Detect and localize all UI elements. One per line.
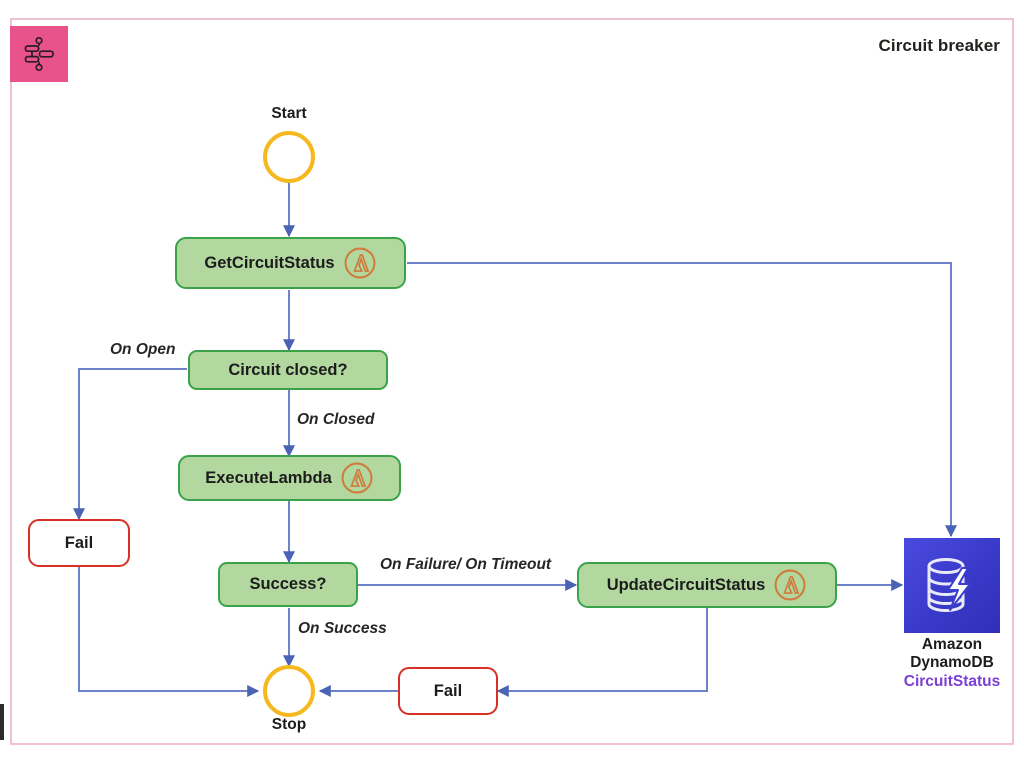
state-label: ExecuteLambda xyxy=(205,468,332,487)
page-title: Circuit breaker xyxy=(878,36,1000,55)
step-functions-glyph xyxy=(24,36,54,72)
edge-label-on-closed: On Closed xyxy=(297,411,375,428)
lambda-icon xyxy=(774,569,806,601)
dynamodb-vendor: Amazon xyxy=(921,636,983,653)
state-get-circuit-status[interactable]: GetCircuitStatus xyxy=(175,237,406,289)
dynamodb-table-name: CircuitStatus xyxy=(903,672,1001,690)
dynamodb-icon[interactable] xyxy=(904,538,1000,633)
start-state[interactable] xyxy=(263,131,315,183)
dynamodb-caption: Amazon DynamoDB CircuitStatus xyxy=(880,636,1024,691)
state-label: GetCircuitStatus xyxy=(204,253,335,272)
stop-state-label: Stop xyxy=(271,716,307,733)
edge-label-on-failure-timeout: On Failure/ On Timeout xyxy=(380,556,552,573)
step-functions-icon xyxy=(10,26,68,82)
state-label: Fail xyxy=(64,533,94,552)
state-label: Success? xyxy=(249,575,327,593)
diagram-frame xyxy=(10,18,1014,745)
start-state-label: Start xyxy=(271,105,307,122)
left-edge-marker xyxy=(0,704,4,740)
state-label: Circuit closed? xyxy=(228,360,348,379)
state-fail-on-open[interactable]: Fail xyxy=(28,519,130,567)
lambda-icon xyxy=(341,462,373,494)
lambda-icon xyxy=(344,247,376,279)
dynamodb-service: DynamoDB xyxy=(910,654,994,672)
state-label: Fail xyxy=(433,681,463,700)
edge-label-on-success: On Success xyxy=(298,620,387,637)
dynamodb-glyph xyxy=(927,557,971,612)
choice-success[interactable]: Success? xyxy=(218,562,358,607)
state-execute-lambda[interactable]: ExecuteLambda xyxy=(178,455,401,501)
edge-label-on-open: On Open xyxy=(110,341,176,358)
state-label: UpdateCircuitStatus xyxy=(606,575,766,594)
state-update-circuit-status[interactable]: UpdateCircuitStatus xyxy=(577,562,837,608)
state-fail-after-update[interactable]: Fail xyxy=(398,667,498,715)
choice-circuit-closed[interactable]: Circuit closed? xyxy=(188,350,388,390)
stop-state[interactable] xyxy=(263,665,315,717)
